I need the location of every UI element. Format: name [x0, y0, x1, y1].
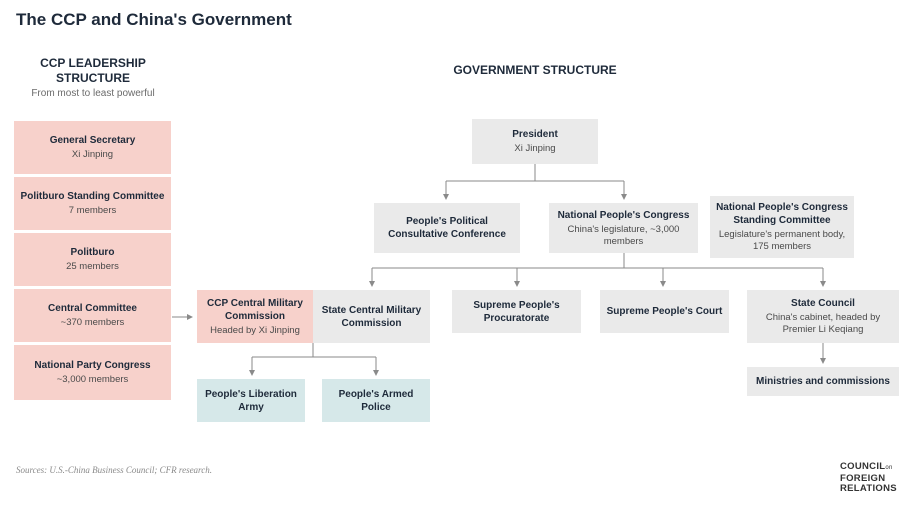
ccp-box-national-party-congress: National Party Congress ~3,000 members — [14, 345, 171, 400]
box-title: Ministries and commissions — [756, 376, 890, 387]
ccp-box-politburo: Politburo 25 members — [14, 233, 171, 286]
box-title: Politburo Standing Committee — [20, 191, 165, 202]
box-title: President — [512, 129, 558, 140]
gov-heading: GOVERNMENT STRUCTURE — [453, 63, 617, 77]
box-subtitle: ~370 members — [60, 317, 125, 328]
box-title: People's Political Consultative Conferen… — [388, 216, 506, 240]
box-subtitle: ~3,000 members — [56, 374, 129, 385]
ccp-box-general-secretary: General Secretary Xi Jinping — [14, 121, 171, 174]
box-subtitle: China's legislature, ~3,000 members — [567, 223, 680, 247]
supreme-court-box: Supreme People's Court — [600, 290, 729, 333]
ccp-box-central-committee: Central Committee ~370 members — [14, 289, 171, 342]
box-title: People's Armed Police — [338, 388, 414, 413]
ccp-heading-line1: CCP LEADERSHIP — [40, 56, 146, 70]
box-title: National People's Congress — [557, 209, 690, 221]
ccp-central-military-commission-box: CCP Central Military Commission Headed b… — [197, 290, 313, 343]
logo-line1: COUNCILon — [840, 461, 893, 472]
box-subtitle: Xi Jinping — [71, 149, 114, 160]
npc-box: National People's Congress China's legis… — [549, 203, 698, 253]
box-title: National Party Congress — [34, 360, 151, 371]
ccp-heading-line2: STRUCTURE — [56, 71, 130, 85]
ccp-heading: CCP LEADERSHIP STRUCTURE — [16, 56, 170, 86]
box-title: Central Committee — [48, 303, 137, 314]
box-title: Supreme People's Court — [606, 306, 723, 317]
state-council-box: State Council China's cabinet, headed by… — [747, 290, 899, 343]
box-subtitle: China's cabinet, headed by Premier Li Ke… — [765, 312, 881, 335]
box-subtitle: Headed by Xi Jinping — [210, 324, 300, 336]
box-title: CCP Central Military Commission — [207, 297, 303, 322]
box-subtitle: Legislature's permanent body, 175 member… — [718, 229, 846, 252]
cppcc-box: People's Political Consultative Conferen… — [374, 203, 520, 253]
box-title: People's Liberation Army — [205, 388, 297, 413]
pap-box: People's Armed Police — [322, 379, 430, 422]
ccp-subheading: From most to least powerful — [31, 88, 155, 99]
president-box: President Xi Jinping — [472, 119, 598, 164]
logo-line3: RELATIONS — [840, 483, 897, 494]
box-title: State Council — [791, 298, 855, 309]
state-central-military-commission-box: State Central Military Commission — [313, 290, 430, 343]
logo-line2: FOREIGN — [840, 472, 886, 484]
box-subtitle: 25 members — [66, 261, 119, 272]
box-title: General Secretary — [49, 135, 136, 146]
page-title: The CCP and China's Government — [16, 10, 292, 29]
sources-note: Sources: U.S.-China Business Council; CF… — [16, 465, 212, 475]
pla-box: People's Liberation Army — [197, 379, 305, 422]
box-subtitle: Xi Jinping — [514, 143, 556, 154]
procuratorate-box: Supreme People's Procuratorate — [452, 290, 581, 333]
box-title: State Central Military Commission — [321, 304, 422, 329]
box-title: Supreme People's Procuratorate — [473, 299, 560, 324]
npcsc-box: National People's Congress Standing Comm… — [710, 196, 854, 258]
box-subtitle: 7 members — [68, 205, 117, 216]
cfr-logo: COUNCILon FOREIGN RELATIONS — [840, 461, 897, 495]
ministries-box: Ministries and commissions — [747, 367, 899, 396]
box-title: Politburo — [70, 247, 115, 258]
box-title: National People's Congress Standing Comm… — [716, 202, 848, 226]
ccp-box-politburo-standing-committee: Politburo Standing Committee 7 members — [14, 177, 171, 230]
